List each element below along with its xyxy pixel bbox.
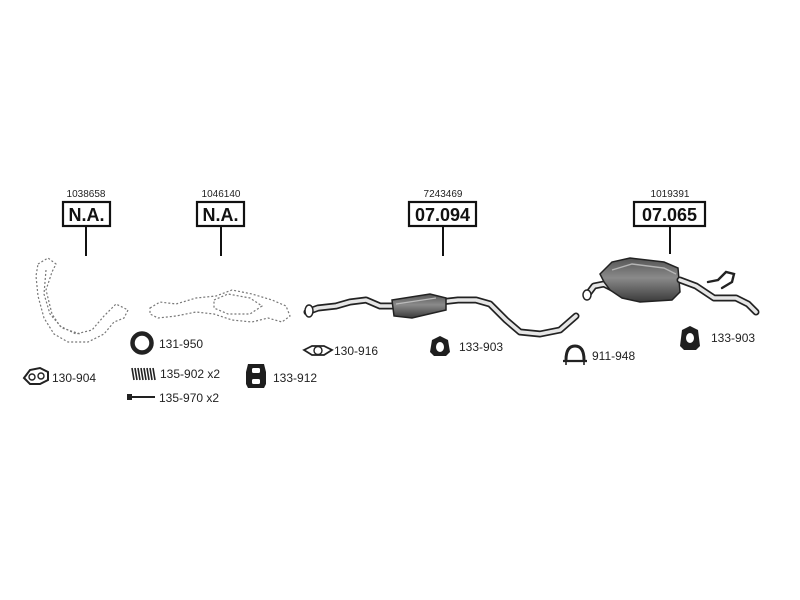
assembly-code-box-3[interactable] bbox=[407, 200, 478, 228]
ring-icon bbox=[130, 331, 154, 355]
assembly-code-box-2[interactable] bbox=[195, 200, 246, 228]
part-code: 133-912 bbox=[273, 371, 317, 385]
assembly-4: 1019391 07.065 bbox=[582, 189, 760, 316]
part-code: 130-904 bbox=[52, 371, 96, 385]
part-130-904[interactable]: 130-904 bbox=[22, 366, 96, 385]
part-code: 135-902 x2 bbox=[160, 367, 220, 381]
part-code: 131-950 bbox=[159, 337, 203, 351]
part-code: 133-903 bbox=[711, 331, 755, 345]
assembly-ref-4: 1019391 bbox=[651, 189, 690, 200]
assembly-code-4: 07.065 bbox=[642, 205, 697, 225]
center-pipe-icon[interactable] bbox=[303, 293, 580, 338]
spring-icon bbox=[131, 367, 156, 381]
rubber-mount-icon bbox=[430, 336, 450, 356]
assembly-code-2: N.A. bbox=[203, 205, 239, 225]
part-133-912[interactable]: 133-912 bbox=[246, 364, 317, 388]
assembly-1: 1038658 N.A. bbox=[35, 189, 129, 343]
part-133-903-b[interactable]: 133-903 bbox=[680, 326, 755, 350]
assembly-ref-3: 7243469 bbox=[424, 189, 463, 200]
part-911-948[interactable]: 911-948 bbox=[563, 344, 635, 365]
rubber-mount-icon bbox=[246, 364, 266, 388]
assembly-2: 1046140 N.A. bbox=[149, 189, 291, 323]
assembly-code-1: N.A. bbox=[69, 205, 105, 225]
rear-muffler-icon[interactable] bbox=[582, 257, 760, 316]
assembly-3: 7243469 07.094 bbox=[303, 189, 580, 338]
rubber-mount-icon bbox=[680, 326, 700, 350]
catalytic-converter-icon[interactable] bbox=[149, 289, 291, 323]
part-133-903-a[interactable]: 133-903 bbox=[430, 336, 503, 356]
gasket-icon bbox=[302, 345, 334, 356]
gasket-icon bbox=[22, 366, 49, 385]
part-code: 911-948 bbox=[592, 349, 635, 363]
part-code: 133-903 bbox=[459, 340, 503, 354]
part-code: 135-970 x2 bbox=[159, 391, 219, 405]
assembly-ref-2: 1046140 bbox=[202, 189, 241, 200]
assembly-ref-1: 1038658 bbox=[67, 189, 106, 200]
part-131-950[interactable]: 131-950 bbox=[130, 331, 204, 355]
part-135-902[interactable]: 135-902 x2 bbox=[131, 367, 220, 381]
clamp-icon bbox=[563, 344, 587, 365]
part-135-970[interactable]: 135-970 x2 bbox=[127, 391, 219, 405]
part-code: 130-916 bbox=[334, 344, 378, 358]
assembly-code-3: 07.094 bbox=[415, 205, 470, 225]
part-130-916[interactable]: 130-916 bbox=[302, 344, 378, 358]
downpipe-icon[interactable] bbox=[35, 257, 129, 343]
bolt-icon bbox=[127, 394, 155, 400]
